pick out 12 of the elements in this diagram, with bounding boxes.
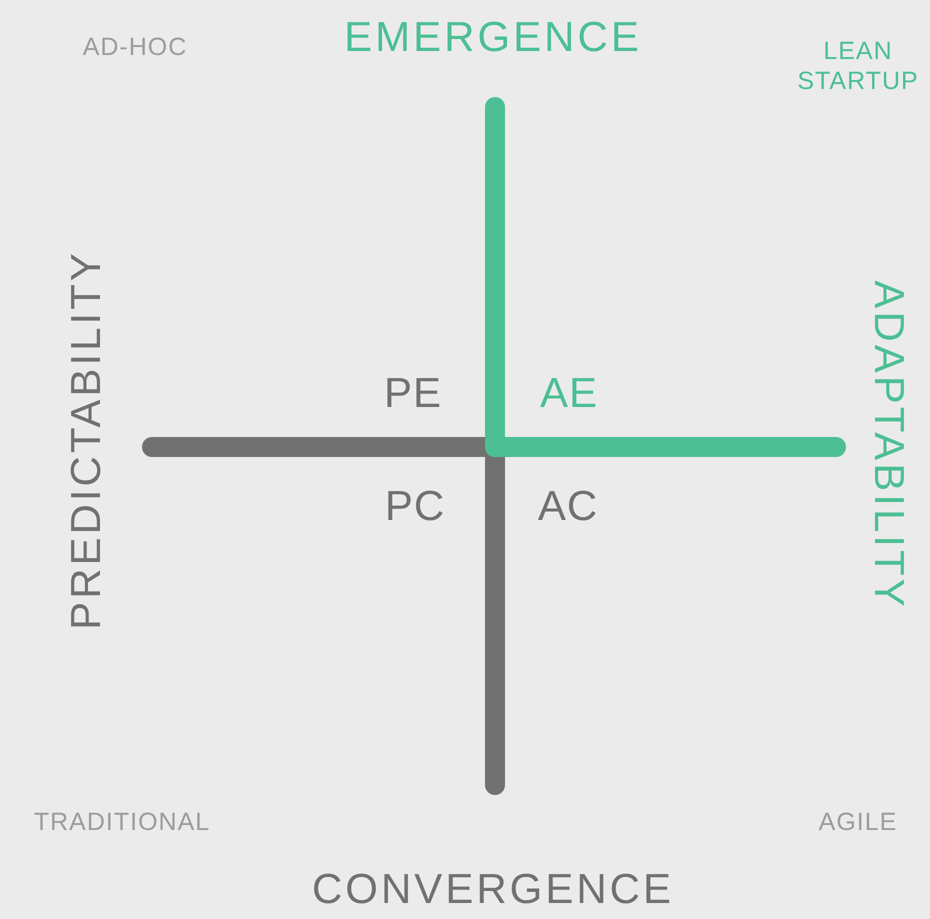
- corner-label: AGILE: [818, 807, 898, 837]
- axis-title: PREDICTABILITY: [60, 250, 110, 630]
- quadrant-label: AC: [538, 480, 598, 531]
- axis-title: EMERGENCE: [344, 12, 642, 62]
- quadrant-label: AE: [540, 368, 598, 418]
- quadrant-label: PC: [384, 480, 446, 531]
- corner-label: AD-HOC: [82, 32, 188, 62]
- quadrant-label: PE: [384, 368, 442, 418]
- corner-label: LEAN STARTUP: [796, 36, 920, 96]
- axis-title: ADAPTABILITY: [865, 280, 914, 610]
- corner-label: TRADITIONAL: [34, 807, 210, 837]
- axis-title: CONVERGENCE: [312, 864, 674, 914]
